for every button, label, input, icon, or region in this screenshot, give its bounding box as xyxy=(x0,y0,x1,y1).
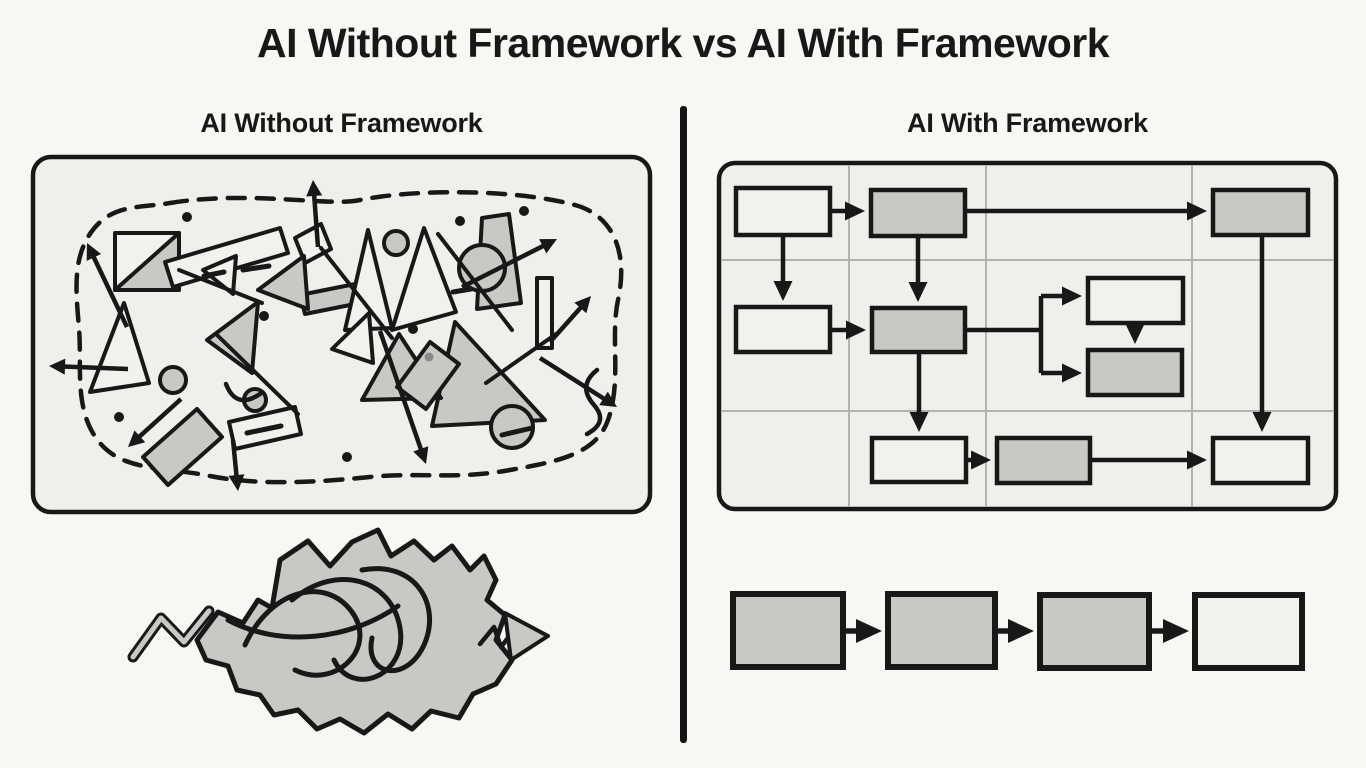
vertical-divider xyxy=(680,106,687,743)
structured-flowchart-panel xyxy=(716,160,1339,512)
tangled-arrow-scribble xyxy=(127,527,550,736)
main-title: AI Without Framework vs AI With Framewor… xyxy=(256,20,1110,66)
left-panel-title: AI Without Framework xyxy=(200,108,483,138)
linear-process-chain xyxy=(730,591,1305,671)
right-panel-title: AI With Framework xyxy=(907,108,1148,138)
chaos-shapes-panel xyxy=(30,154,653,515)
